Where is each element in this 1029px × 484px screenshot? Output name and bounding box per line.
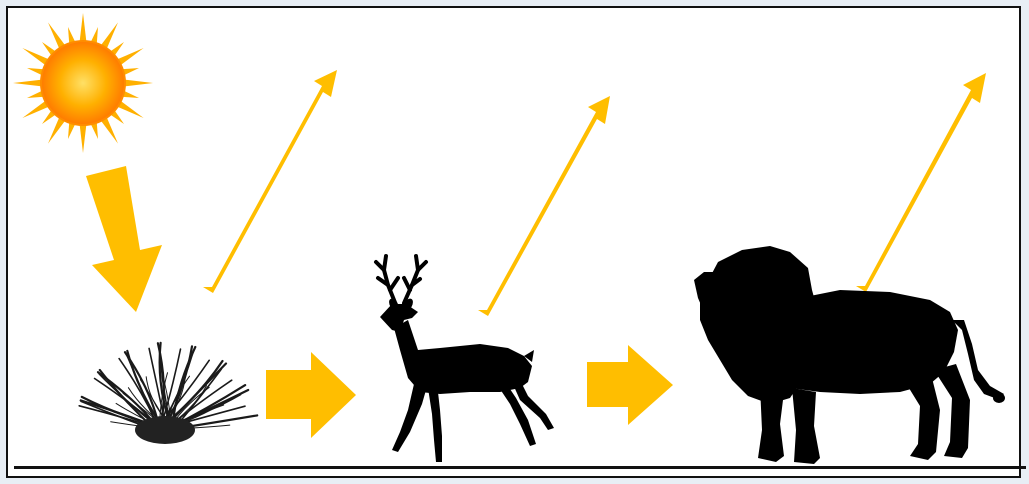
- grass-icon: [79, 343, 257, 444]
- sun-icon: [13, 13, 153, 153]
- energy-loss-arrow-deer: [478, 96, 610, 316]
- grass-to-deer-arrow: [266, 352, 356, 438]
- deer-to-lion-arrow: [587, 345, 673, 425]
- deer-icon: [376, 256, 554, 462]
- sun-to-grass-arrow: [86, 166, 162, 312]
- lion-icon: [694, 246, 1005, 464]
- energy-loss-arrow-lion: [856, 73, 986, 292]
- energy-loss-arrow-grass: [203, 70, 337, 293]
